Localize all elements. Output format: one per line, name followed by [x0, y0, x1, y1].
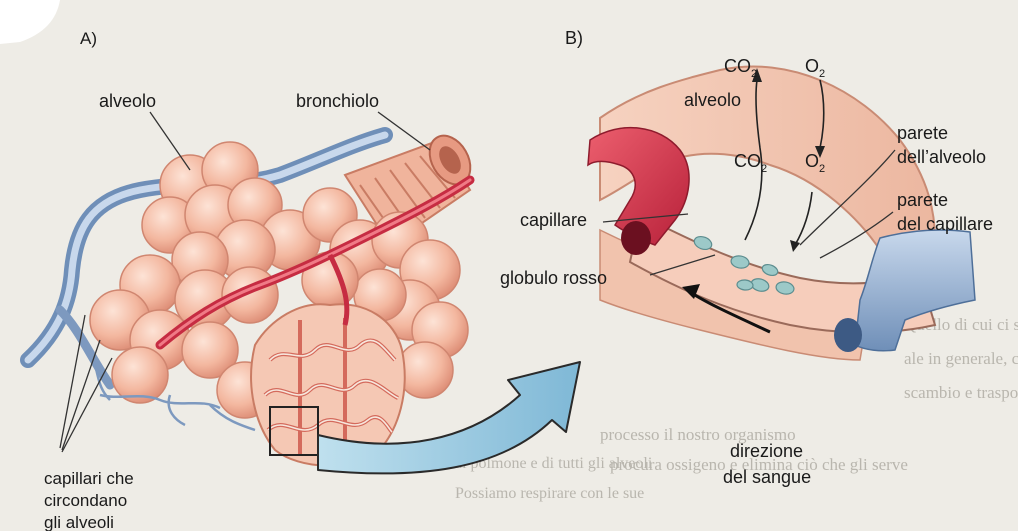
label-alveolo-a: alveolo — [99, 91, 156, 111]
label-alveolo-b: alveolo — [684, 90, 741, 110]
label-direzione-line1: direzione — [730, 441, 803, 461]
label-capillari-line2: circondano — [44, 491, 127, 510]
bg-text-line: ale in generale, con la quale ci riferia… — [904, 349, 1018, 368]
label-capillare: capillare — [520, 210, 587, 230]
arteriole-opening — [621, 221, 651, 255]
panel-b-label: B) — [565, 28, 583, 48]
label-parete-alveolo-line2: dell’alveolo — [897, 147, 986, 167]
venule-opening — [834, 318, 862, 352]
label-direzione-line2: del sangue — [723, 467, 811, 487]
label-parete-capillare-line2: del capillare — [897, 214, 993, 234]
label-bronchiolo: bronchiolo — [296, 91, 379, 111]
bg-text-line: Possiamo respirare con le sue — [455, 485, 644, 502]
label-capillari-line3: gli alveoli — [44, 513, 114, 531]
bg-text-line: scambio e trasporto dei gas. In questo — [904, 383, 1018, 402]
label-globulo-rosso: globulo rosso — [500, 268, 607, 288]
label-capillari-line1: capillari che — [44, 469, 134, 488]
label-parete-alveolo-line1: parete — [897, 123, 948, 143]
label-parete-capillare-line1: parete — [897, 190, 948, 210]
panel-a-label: A) — [80, 29, 97, 48]
